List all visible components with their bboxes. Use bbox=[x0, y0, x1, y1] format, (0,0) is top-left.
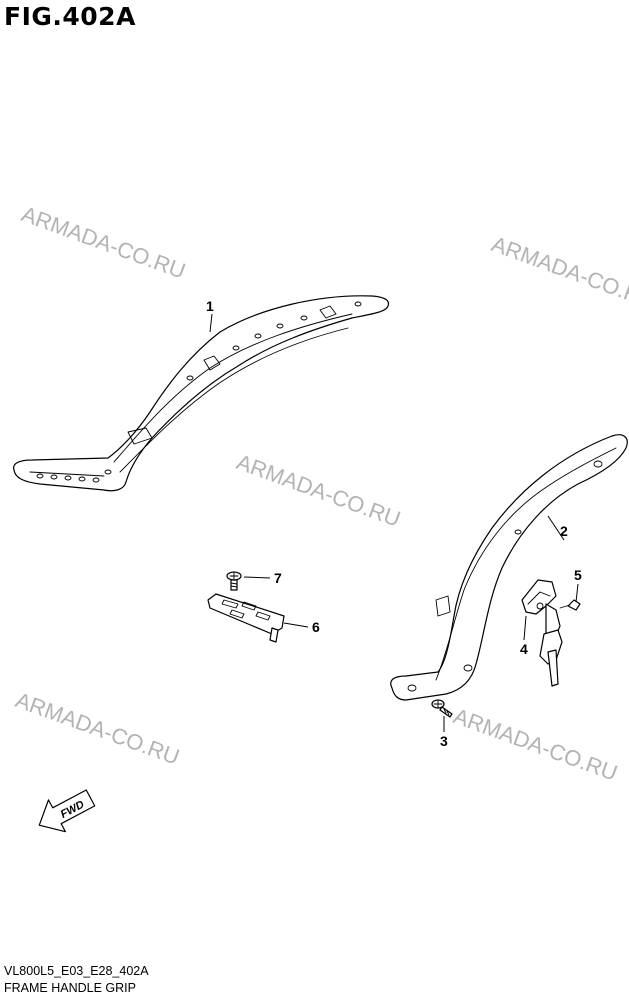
part-4-latch-bracket bbox=[521, 579, 563, 687]
callouts: 1 2 3 4 5 6 7 bbox=[206, 298, 582, 749]
fwd-direction-badge: FWD bbox=[38, 789, 96, 833]
part-5-screw bbox=[559, 599, 581, 611]
part-3-screw bbox=[431, 699, 453, 718]
figure-title: FIG.402A bbox=[4, 2, 136, 31]
watermark-2: ARMADA-CO.RU bbox=[488, 231, 629, 313]
callout-5: 5 bbox=[574, 567, 582, 583]
figure-caption: FRAME HANDLE GRIP bbox=[4, 981, 136, 995]
watermark-3: ARMADA-CO.RU bbox=[233, 449, 404, 531]
callout-6: 6 bbox=[312, 619, 320, 635]
callout-2: 2 bbox=[560, 523, 568, 539]
callout-3: 3 bbox=[440, 733, 448, 749]
model-code: VL800L5_E03_E28_402A bbox=[4, 964, 149, 978]
callout-7: 7 bbox=[274, 570, 282, 586]
watermark-4: ARMADA-CO.RU bbox=[12, 687, 183, 769]
part-1-frame-handle-grip bbox=[13, 295, 390, 492]
arrow-down-left-icon bbox=[38, 789, 96, 833]
part-2-frame-handle-grip bbox=[390, 434, 628, 701]
callout-1: 1 bbox=[206, 298, 214, 314]
watermark-1: ARMADA-CO.RU bbox=[18, 201, 189, 283]
callout-4: 4 bbox=[520, 641, 528, 657]
watermark-5: ARMADA-CO.RU bbox=[450, 703, 621, 785]
part-1-mounting-holes bbox=[36, 301, 362, 483]
leader-lines bbox=[209, 313, 579, 732]
part-6-plate bbox=[207, 593, 285, 643]
part-7-screw bbox=[226, 571, 242, 591]
